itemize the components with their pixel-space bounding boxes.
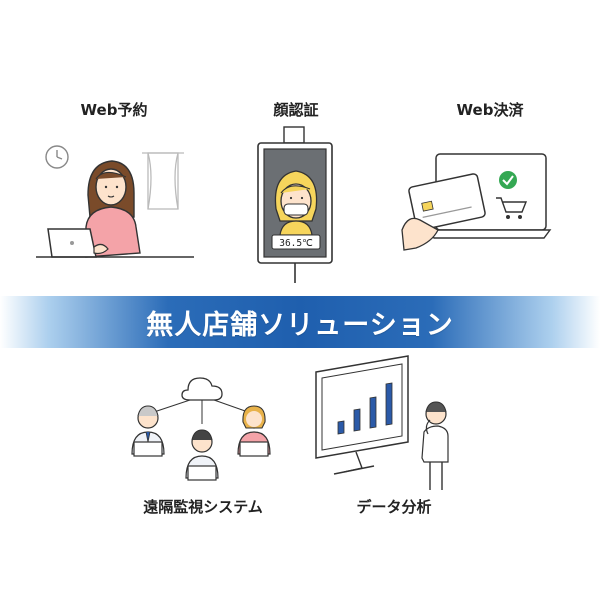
camera-icon — [283, 126, 305, 144]
solution-banner: 無人店舗ソリューション — [0, 296, 600, 348]
woman-avatar — [85, 160, 141, 258]
masked-person-avatar — [274, 170, 318, 236]
network-line — [153, 399, 191, 413]
operator-avatar-left — [131, 405, 165, 457]
check-icon — [499, 171, 517, 189]
network-line — [213, 399, 249, 413]
web-payment-illustration — [401, 153, 552, 251]
cloud-icon — [181, 377, 223, 401]
temperature-readout: 36.5℃ — [279, 238, 313, 249]
web-payment-label: Web決済 — [456, 101, 524, 119]
banner-title: 無人店舗ソリューション — [146, 309, 454, 341]
web-reservation-illustration — [36, 145, 194, 258]
operator-avatar-right — [237, 405, 271, 457]
laptop-icon — [47, 228, 97, 258]
data-analysis-illustration — [315, 355, 449, 490]
window-icon — [142, 152, 184, 210]
clock-icon — [45, 145, 69, 169]
data-analysis-label: データ分析 — [356, 498, 432, 516]
operator-avatar-center — [185, 429, 219, 481]
web-reservation-label: Web予約 — [80, 101, 148, 119]
face-recognition-illustration: 36.5℃ — [257, 126, 333, 283]
remote-monitoring-illustration — [131, 377, 271, 481]
shopping-cart-icon — [496, 197, 528, 219]
analyst-avatar — [421, 401, 449, 490]
banner-background — [0, 296, 600, 348]
face-recognition-label: 顔認証 — [273, 101, 319, 119]
bar-chart-icon — [337, 382, 393, 435]
remote-monitoring-label: 遠隔監視システム — [143, 498, 263, 516]
credit-card-icon — [408, 173, 486, 231]
